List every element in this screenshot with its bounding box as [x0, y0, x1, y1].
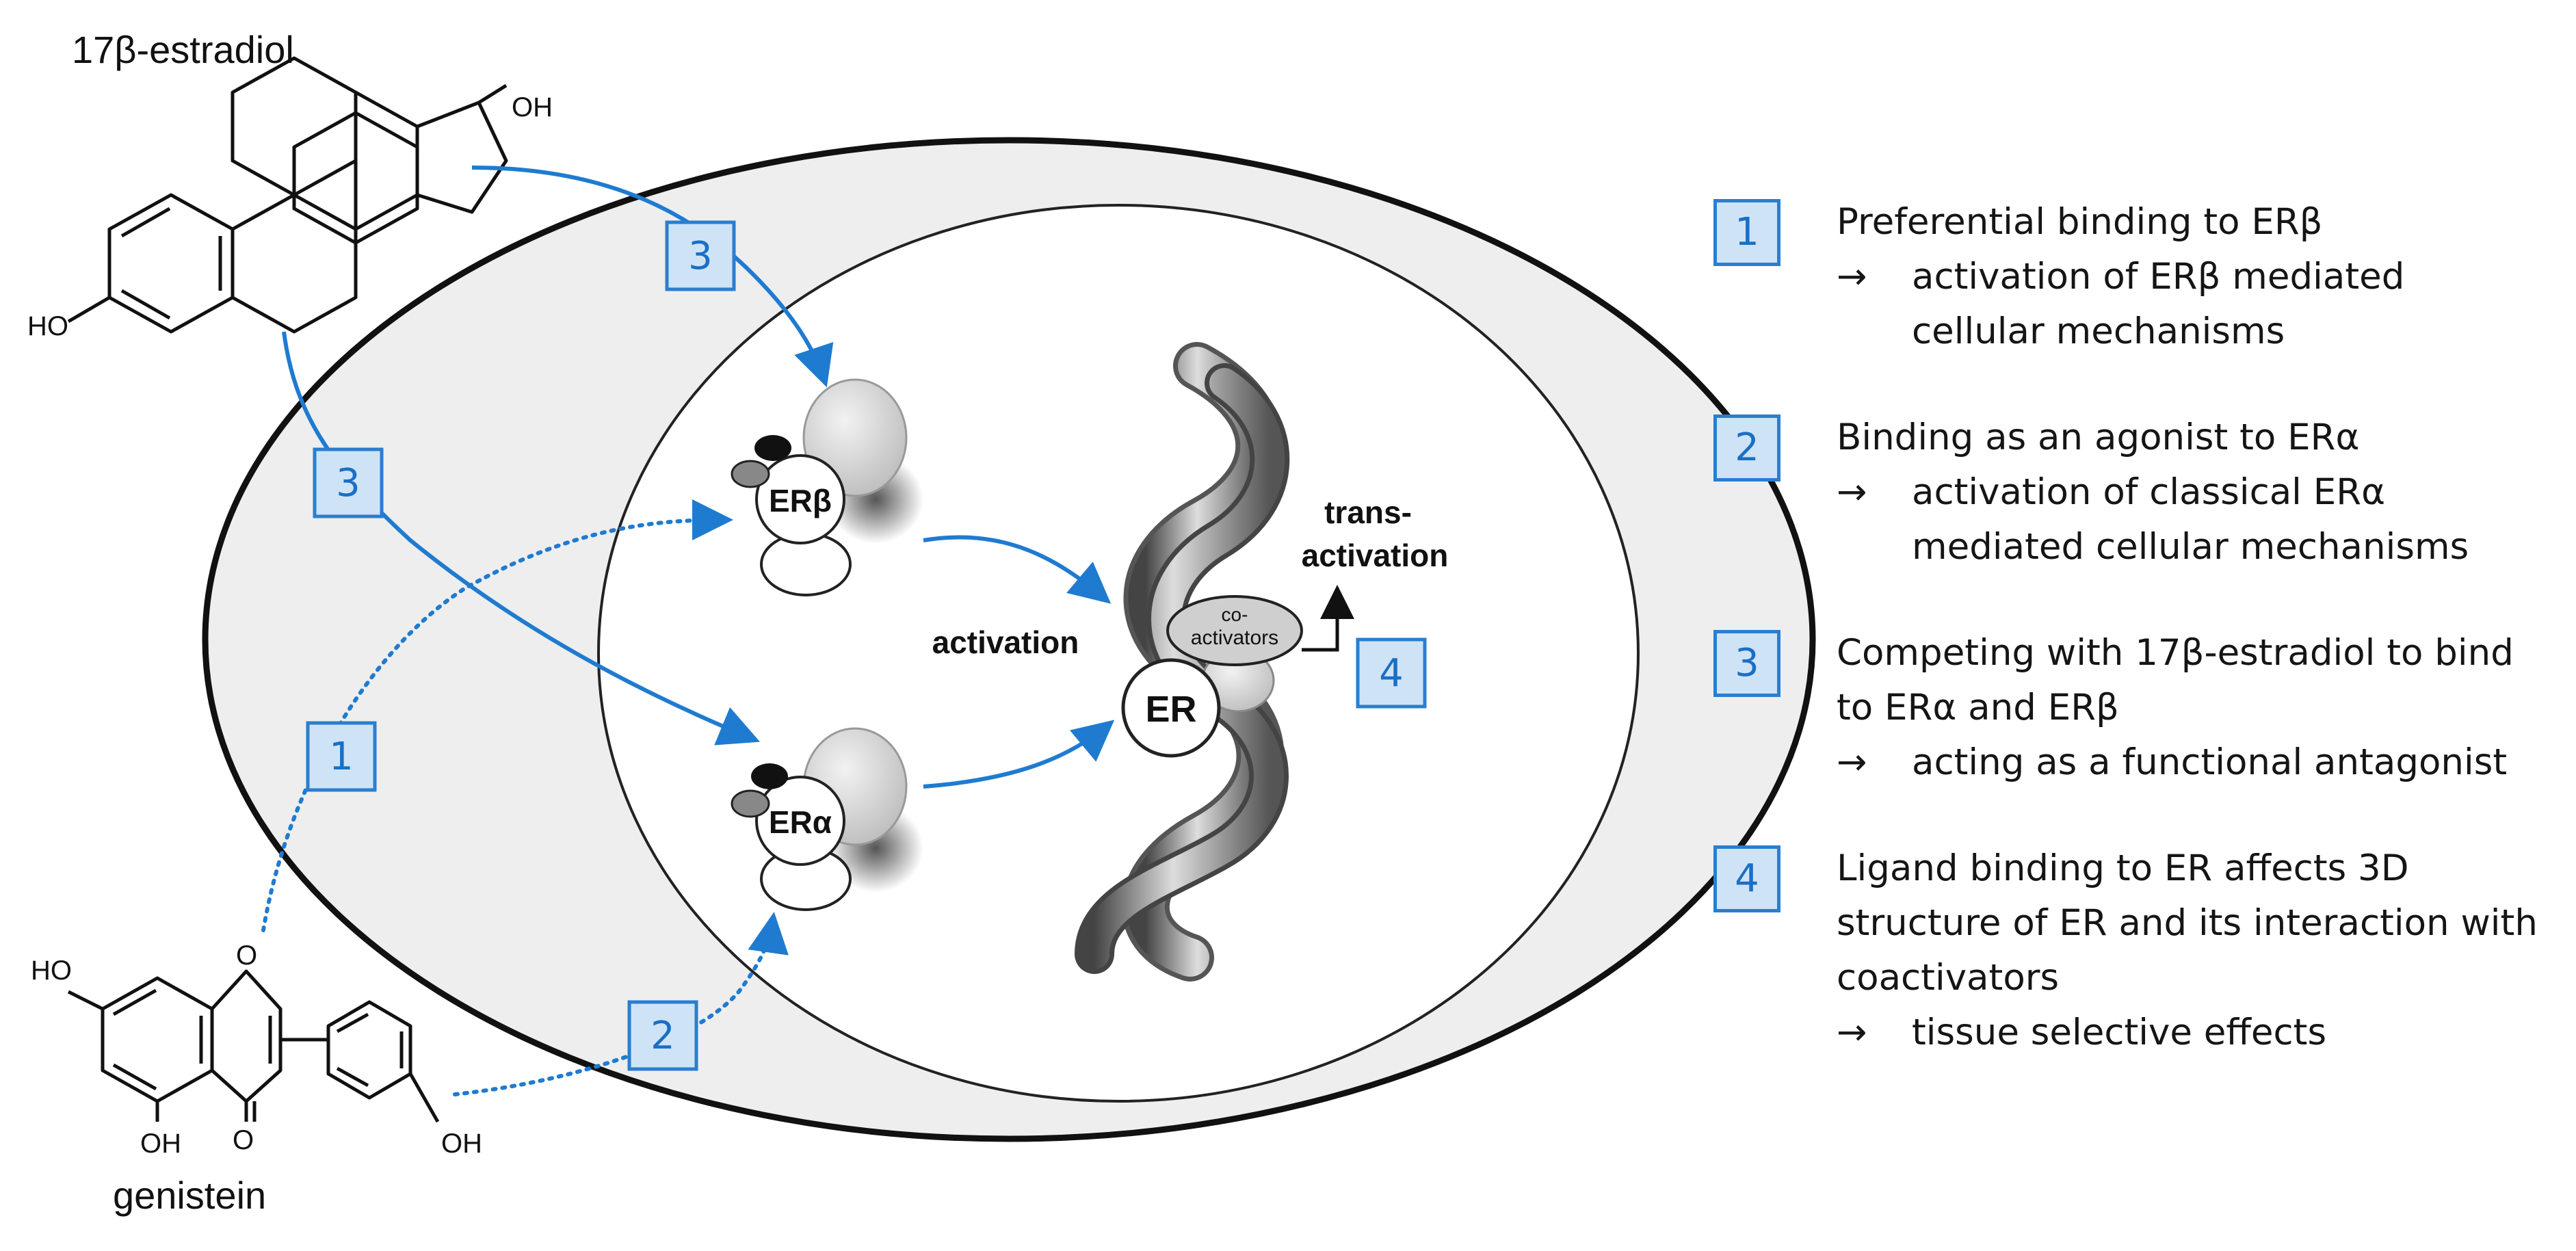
arrow-icon: → [1837, 256, 1867, 298]
legend-number-box: 4 [1713, 845, 1780, 912]
transactivation-arrow [1302, 585, 1354, 652]
er-label: ER [1145, 689, 1196, 730]
coactivators-label-line1: co- [1222, 604, 1248, 625]
genistein-carbonyl-o-label: O [233, 1125, 254, 1155]
estradiol-ho-label: HO [27, 311, 68, 341]
svg-text:4: 4 [1379, 651, 1404, 696]
marker-4: 4 [1356, 637, 1427, 709]
svg-text:3: 3 [336, 461, 360, 505]
transactivation-label-line2: activation [1302, 538, 1449, 573]
legend-number-box: 3 [1713, 630, 1780, 697]
marker-1: 1 [306, 721, 377, 792]
legend-text: Ligand binding to ER affects 3D structur… [1837, 841, 2562, 1060]
genistein-ho-label: HO [31, 956, 72, 986]
estradiol-oh-label: OH [512, 92, 553, 122]
activation-label: activation [932, 624, 1079, 660]
svg-text:3: 3 [688, 234, 713, 278]
erbeta-label: ERβ [769, 483, 832, 518]
eralpha-receptor [731, 727, 923, 911]
marker-3-left: 3 [313, 447, 384, 518]
marker-2: 2 [627, 1000, 698, 1071]
genistein-oh-bottom-label: OH [140, 1129, 181, 1159]
arrow-icon: → [1837, 1012, 1867, 1053]
arrow-genistein-to-eralpha [453, 912, 789, 1096]
marker-3-top: 3 [665, 220, 736, 291]
genistein-oh-right-label: OH [441, 1129, 482, 1159]
eralpha-label: ERα [769, 804, 832, 840]
arrow-genistein-to-erbeta [261, 499, 733, 932]
arrow-eralpha-activation [923, 720, 1115, 789]
coactivators-label-line2: activators [1191, 627, 1278, 649]
svg-text:2: 2 [650, 1014, 675, 1058]
erbeta-receptor [731, 378, 923, 596]
arrow-icon: → [1837, 471, 1867, 513]
legend-number-box: 1 [1713, 199, 1780, 266]
arrow-estradiol-to-eralpha [282, 331, 761, 746]
legend-text: Binding as an agonist to ERα →activation… [1837, 417, 2469, 568]
svg-text:1: 1 [329, 735, 354, 779]
arrow-erbeta-activation [923, 535, 1112, 604]
legend-text: Competing with 17β-estradiol to bind to … [1837, 626, 2562, 790]
genistein-ring-o-label: O [236, 940, 257, 971]
er-receptor-circle [1121, 658, 1221, 758]
coactivators-blob [1166, 595, 1303, 666]
legend-number-box: 2 [1713, 414, 1780, 482]
transactivation-label-line1: trans- [1324, 495, 1412, 530]
genistein-structure [67, 969, 440, 1123]
genistein-name: genistein [113, 1174, 267, 1217]
estradiol-structure [67, 56, 508, 334]
legend-text: Preferential binding to ERβ →activation … [1837, 201, 2405, 352]
arrow-icon: → [1837, 741, 1867, 783]
estradiol-name: 17β-estradiol [72, 28, 294, 71]
